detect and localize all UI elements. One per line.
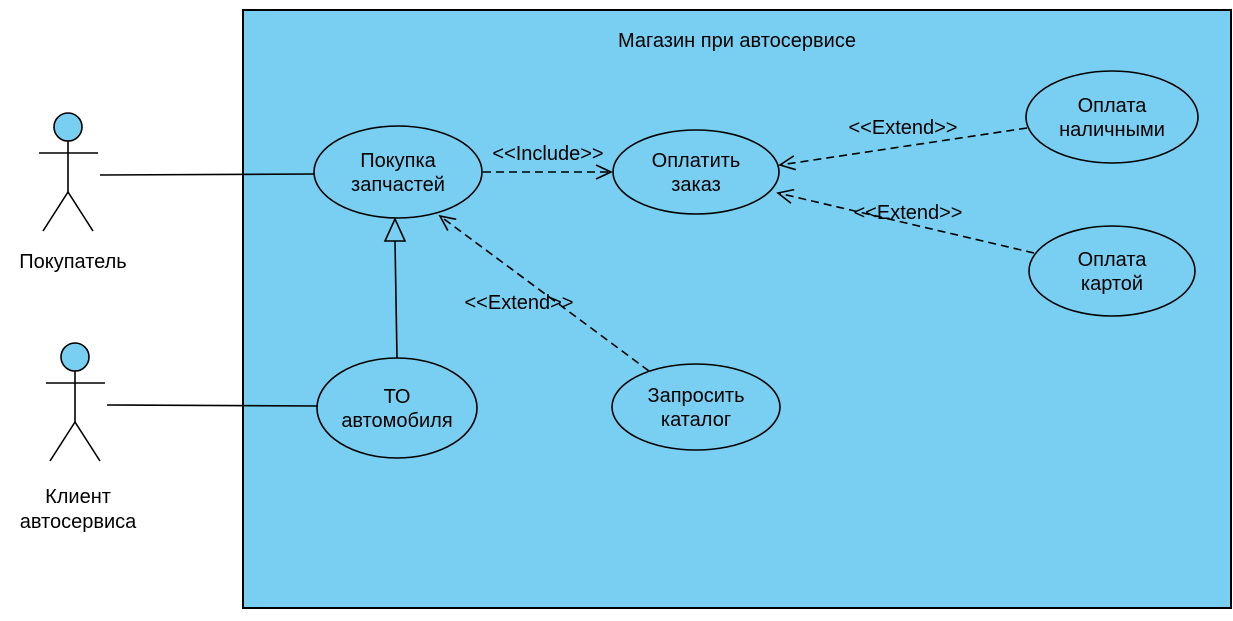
usecase-request-catalog-label-line1: Запросить: [647, 385, 744, 407]
relation-extend-card-line: [776, 188, 1035, 254]
usecase-pay-cash-label-line2: наличными: [1059, 119, 1165, 141]
usecase-car-maintenance-ellipse: [316, 357, 478, 459]
relation-extend-cash-label: <<Extend>>: [849, 117, 958, 139]
actor-client-label-line1: Клиент: [45, 486, 111, 508]
relation-generalization-arrowhead: [383, 217, 407, 242]
relation-extend-cash: <<Extend>>: [778, 117, 1028, 171]
actor-client: Клиент автосервиса: [20, 342, 137, 533]
actor-buyer-label: Покупатель: [19, 251, 126, 273]
relation-extend-catalog-label: <<Extend>>: [465, 292, 574, 314]
usecase-request-catalog-label-line2: каталог: [661, 409, 731, 431]
association-client-car-maintenance: [106, 404, 318, 407]
usecase-pay-cash-ellipse: [1025, 70, 1199, 164]
relation-extend-card: <<Extend>>: [776, 188, 1035, 254]
actor-buyer-leg-left: [42, 191, 69, 232]
relation-generalization: [383, 217, 407, 359]
relation-generalization-line: [394, 240, 398, 359]
usecase-car-maintenance-label-line2: автомобиля: [341, 410, 452, 432]
actor-client-leg-left: [49, 421, 76, 462]
usecase-buy-parts-label-line2: запчастей: [351, 174, 445, 196]
usecase-car-maintenance-label-line1: ТО: [384, 386, 411, 408]
actor-buyer-leg-right: [67, 191, 94, 232]
usecase-pay-cash: Оплата наличными: [1025, 70, 1199, 164]
usecase-request-catalog-ellipse: [611, 363, 781, 451]
association-buyer-buy-parts: [99, 173, 315, 176]
actor-buyer-head: [53, 112, 83, 142]
relation-include: <<Include>>: [483, 143, 613, 180]
usecase-buy-parts: Покупка запчастей: [313, 125, 483, 219]
system-boundary-title: Магазин при автосервисе: [618, 30, 856, 52]
usecase-request-catalog: Запросить каталог: [611, 363, 781, 451]
usecase-pay-card-label-line1: Оплата: [1078, 249, 1148, 271]
actor-client-leg-right: [74, 421, 101, 462]
actor-client-head: [60, 342, 90, 372]
usecase-pay-cash-label-line1: Оплата: [1078, 95, 1148, 117]
usecase-pay-order-label-line1: Оплатить: [652, 150, 741, 172]
usecase-buy-parts-label-line1: Покупка: [360, 150, 436, 172]
usecase-pay-card-ellipse: [1028, 225, 1196, 317]
actor-client-label-line2: автосервиса: [20, 511, 137, 533]
relation-include-label: <<Include>>: [492, 143, 603, 165]
actor-buyer: Покупатель: [19, 112, 127, 273]
relation-extend-catalog-line: [438, 214, 650, 372]
relation-extend-card-label: <<Extend>>: [854, 202, 963, 224]
usecase-pay-order-label-line2: заказ: [671, 174, 721, 196]
usecase-pay-card: Оплата картой: [1028, 225, 1196, 317]
usecase-pay-order-ellipse: [612, 129, 780, 215]
usecase-car-maintenance: ТО автомобиля: [316, 357, 478, 459]
relation-extend-cash-line: [778, 127, 1028, 171]
usecase-pay-card-label-line2: картой: [1081, 273, 1143, 295]
usecase-buy-parts-ellipse: [313, 125, 483, 219]
relation-extend-catalog: <<Extend>>: [438, 214, 650, 372]
usecase-pay-order: Оплатить заказ: [612, 129, 780, 215]
